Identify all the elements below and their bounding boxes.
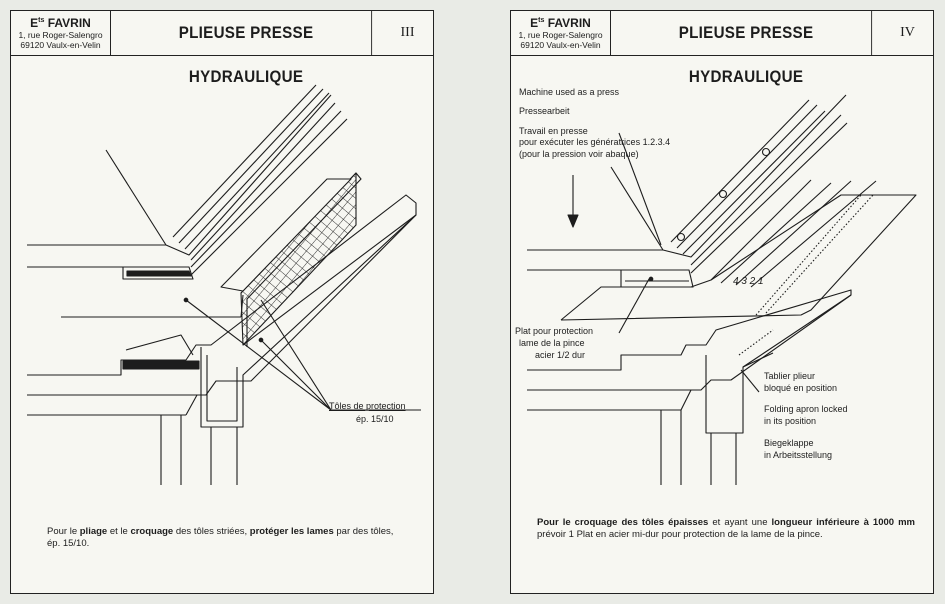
page-header: Ets FAVRIN 1, rue Roger-Salengro 69120 V… <box>511 11 933 86</box>
apron-label-fr-1: Tablier plieur <box>764 371 816 381</box>
plate-label-1: Plat pour protection <box>515 326 594 336</box>
apron-label-de-2: in Arbeitsstellung <box>764 450 833 460</box>
press-label-de: Pressearbeit <box>519 106 570 116</box>
upper-blade <box>527 94 848 288</box>
press-label-fr-1: Travail en presse <box>519 126 588 136</box>
striated-sheet <box>61 172 362 347</box>
bending-tool-drawing <box>27 84 421 485</box>
page-title: PLIEUSE PRESSE HYDRAULIQUE <box>121 11 373 86</box>
bolt-icon <box>718 189 728 199</box>
protection-sheets-label: Tôles de protection <box>329 401 406 411</box>
apron-label-en-1: Folding apron locked <box>764 404 848 414</box>
plate-label-2: lame de la pince <box>519 338 585 348</box>
page-iii: Ets FAVRIN 1, rue Roger-Salengro 69120 V… <box>10 10 434 594</box>
company-address-street: 1, rue Roger-Salengro <box>18 30 103 40</box>
company-block: Ets FAVRIN 1, rue Roger-Salengro 69120 V… <box>511 11 611 55</box>
page-header: Ets FAVRIN 1, rue Roger-Salengro 69120 V… <box>11 11 433 86</box>
bolt-icon <box>761 147 771 157</box>
page-caption: Pour le pliage et le croquage des tôles … <box>47 526 394 549</box>
company-name: Ets FAVRIN <box>30 16 91 30</box>
company-name: Ets FAVRIN <box>530 16 591 30</box>
press-setup-drawing <box>527 94 917 485</box>
thickness-label: ép. 15/10 <box>356 414 394 424</box>
plate-label-3: acier 1/2 dur <box>535 350 586 360</box>
page-caption: Pour le croquage des tôles épaisses et a… <box>537 517 915 540</box>
apron-label-fr-2: bloqué en position <box>764 383 838 393</box>
page-number: III <box>400 25 415 40</box>
press-direction-arrow-icon <box>567 175 579 228</box>
generatrix-numbers: 4 3 2 1 <box>733 276 764 287</box>
page-iv: Ets FAVRIN 1, rue Roger-Salengro 69120 V… <box>510 10 934 594</box>
company-address-city: 69120 Vaulx-en-Velin <box>20 40 101 50</box>
page-title: PLIEUSE PRESSE HYDRAULIQUE <box>621 11 873 86</box>
lower-die <box>527 289 852 485</box>
upper-blade <box>27 84 348 280</box>
callout-leaders <box>618 132 760 393</box>
bolt-icon <box>676 232 686 242</box>
press-label-fr-3: (pour la pression voir abaque) <box>519 149 639 159</box>
company-block: Ets FAVRIN 1, rue Roger-Salengro 69120 V… <box>11 11 111 55</box>
press-label-fr-2: pour exécuter les génératrices 1.2.3.4 <box>519 137 671 147</box>
press-label-en: Machine used as a press <box>519 87 620 97</box>
page-number: IV <box>900 25 915 40</box>
callout-leaders <box>183 297 421 411</box>
lower-die <box>27 194 417 485</box>
company-address-city: 69120 Vaulx-en-Velin <box>520 40 601 50</box>
thick-plate <box>560 179 917 321</box>
apron-label-en-2: in its position <box>764 416 817 426</box>
company-address-street: 1, rue Roger-Salengro <box>518 30 603 40</box>
apron-label-de-1: Biegeklappe <box>764 438 814 448</box>
